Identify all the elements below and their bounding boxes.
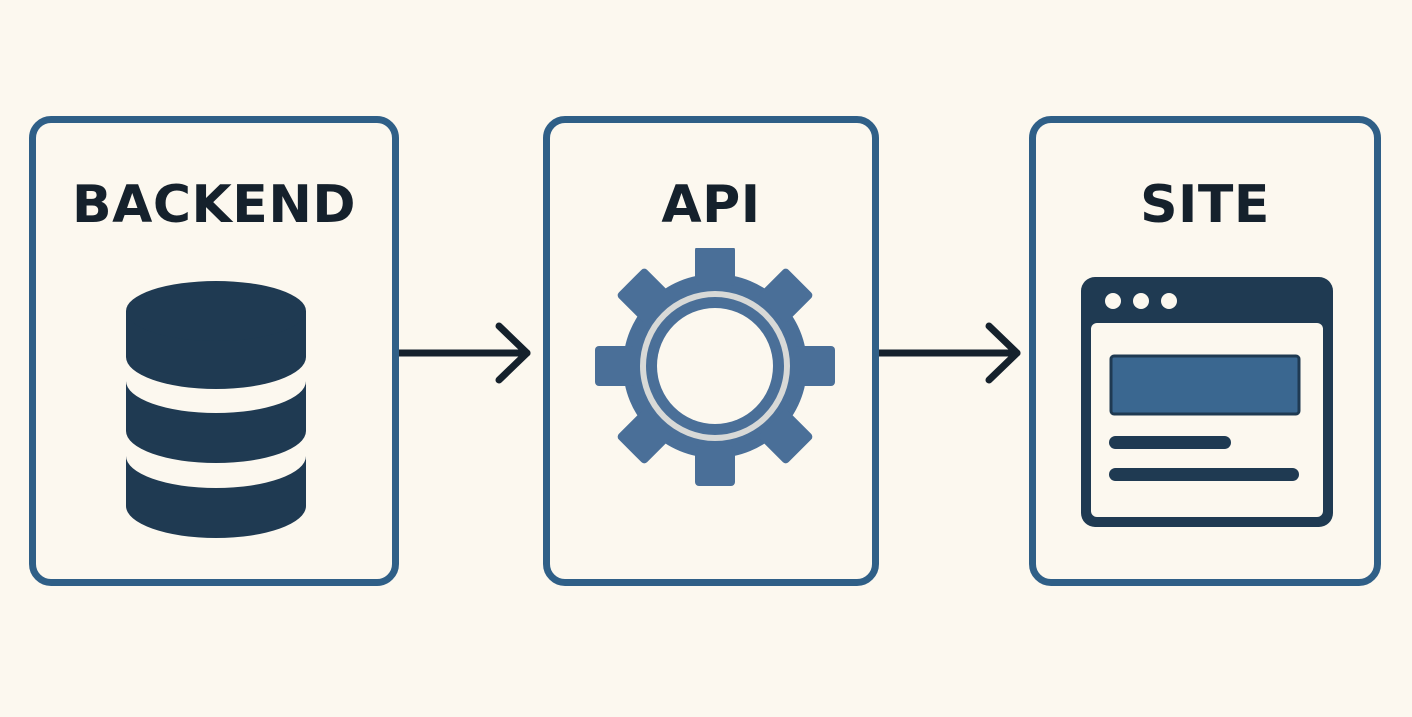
- browser-window-icon: [1077, 273, 1337, 537]
- backend-node: BACKEND: [29, 116, 399, 586]
- gear-icon: [595, 246, 835, 492]
- arrow-backend-to-api: [395, 318, 539, 392]
- database-icon: [124, 281, 309, 550]
- site-node: SITE: [1029, 116, 1381, 586]
- site-title: SITE: [1140, 175, 1270, 235]
- arrow-api-to-site: [875, 318, 1029, 392]
- backend-title: BACKEND: [71, 175, 357, 235]
- api-title: API: [661, 175, 761, 235]
- api-node: API: [543, 116, 879, 586]
